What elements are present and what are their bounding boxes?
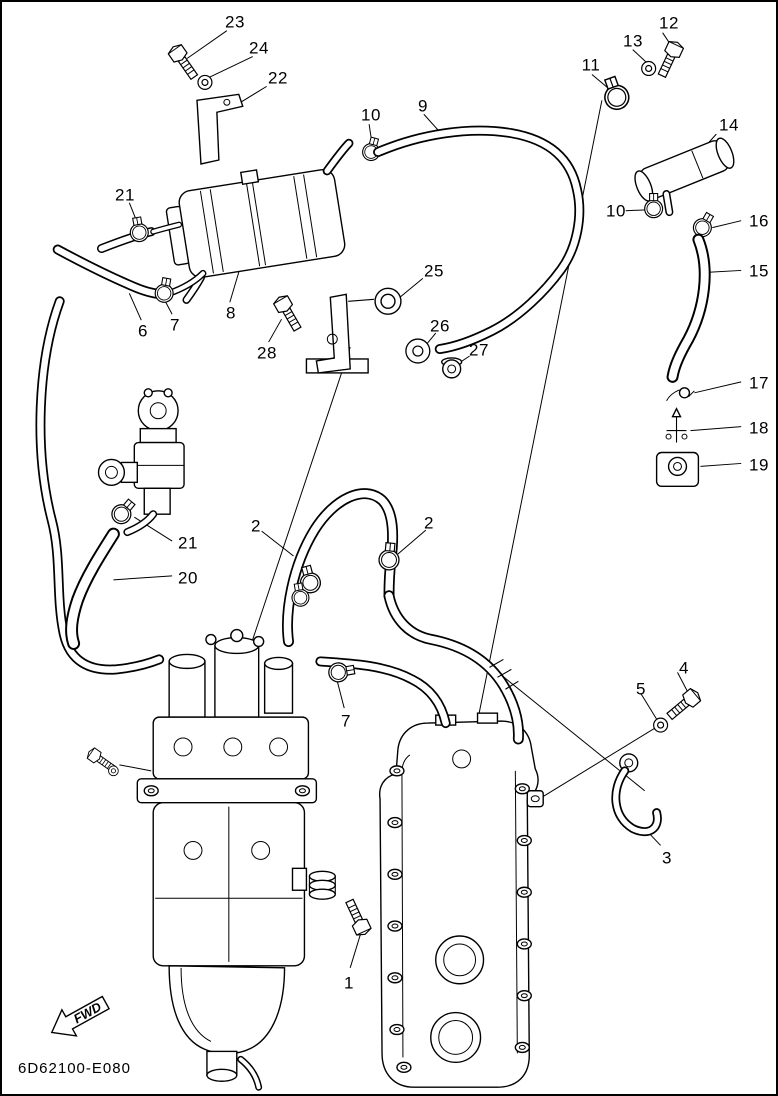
part-callout-6: 6 [138,321,148,341]
bolt-holes-right [514,783,532,1054]
bolt-23 [165,41,202,83]
part-callout-21: 21 [178,533,198,553]
part-callout-4: 4 [679,658,689,678]
clamp-3 [611,753,662,837]
part-callout-22: 22 [268,68,288,88]
part-callout-20: 20 [178,568,198,588]
part-callout-17: 17 [749,373,769,393]
part-callout-2: 2 [251,516,261,536]
part-callout-27: 27 [469,340,489,360]
hose-20 [65,527,120,650]
part-callout-19: 19 [749,455,769,475]
part-code: 6D62100-E080 [18,1060,131,1077]
part-callout-3: 3 [662,848,672,868]
part-callout-7: 7 [170,315,180,335]
hose-9 [373,125,585,355]
fuel-pump-assembly [84,628,318,1091]
part-callout-13: 13 [623,31,643,51]
hose-lower [315,656,451,729]
fwd-arrow: FWD [50,995,111,1037]
regulator-assembly [97,388,185,537]
bolt-1 [341,897,373,939]
joint-14 [634,137,735,217]
part-callout-24: 24 [249,38,269,58]
bolt-4 [663,686,704,724]
part-callout-10: 10 [606,201,626,221]
canister-8 [165,138,354,304]
part-callout-21: 21 [115,185,135,205]
bolt-holes-left [387,765,412,1073]
left-loop-hose [35,296,165,675]
washer-5 [653,717,669,733]
part-callout-9: 9 [418,96,428,116]
grommet-19 [655,451,700,488]
part-callout-25: 25 [424,261,444,281]
clamp-11 [597,73,633,114]
grommet-27 [441,357,463,379]
grommet-26 [405,338,431,364]
part-callout-26: 26 [430,316,450,336]
part-callout-23: 23 [225,12,245,32]
clamp-7-left [153,276,177,305]
bolt-12 [654,38,686,80]
part-callout-18: 18 [749,418,769,438]
part-callout-5: 5 [636,679,646,699]
clamp-21-mid [107,495,140,529]
part-callout-28: 28 [257,343,277,363]
part-callout-12: 12 [659,13,679,33]
part-callout-7: 7 [341,711,351,731]
bracket-25 [305,287,402,374]
hose-15 [666,233,711,383]
part-callout-16: 16 [749,211,769,231]
cylinder-head [378,712,544,1088]
part-callout-8: 8 [226,303,236,323]
hose-2-right [383,590,524,745]
clip-17 [666,387,695,401]
part-callout-11: 11 [581,55,601,75]
washer-13 [641,60,657,77]
bracket-22 [196,93,244,165]
mount-bushing [308,870,336,900]
part-callout-15: 15 [749,261,769,281]
part-callout-14: 14 [719,115,739,135]
washer-24 [197,74,213,90]
part-callout-2: 2 [424,513,434,533]
part-callout-1: 1 [344,973,354,993]
valve-18 [665,407,688,443]
part-callout-10: 10 [361,105,381,125]
